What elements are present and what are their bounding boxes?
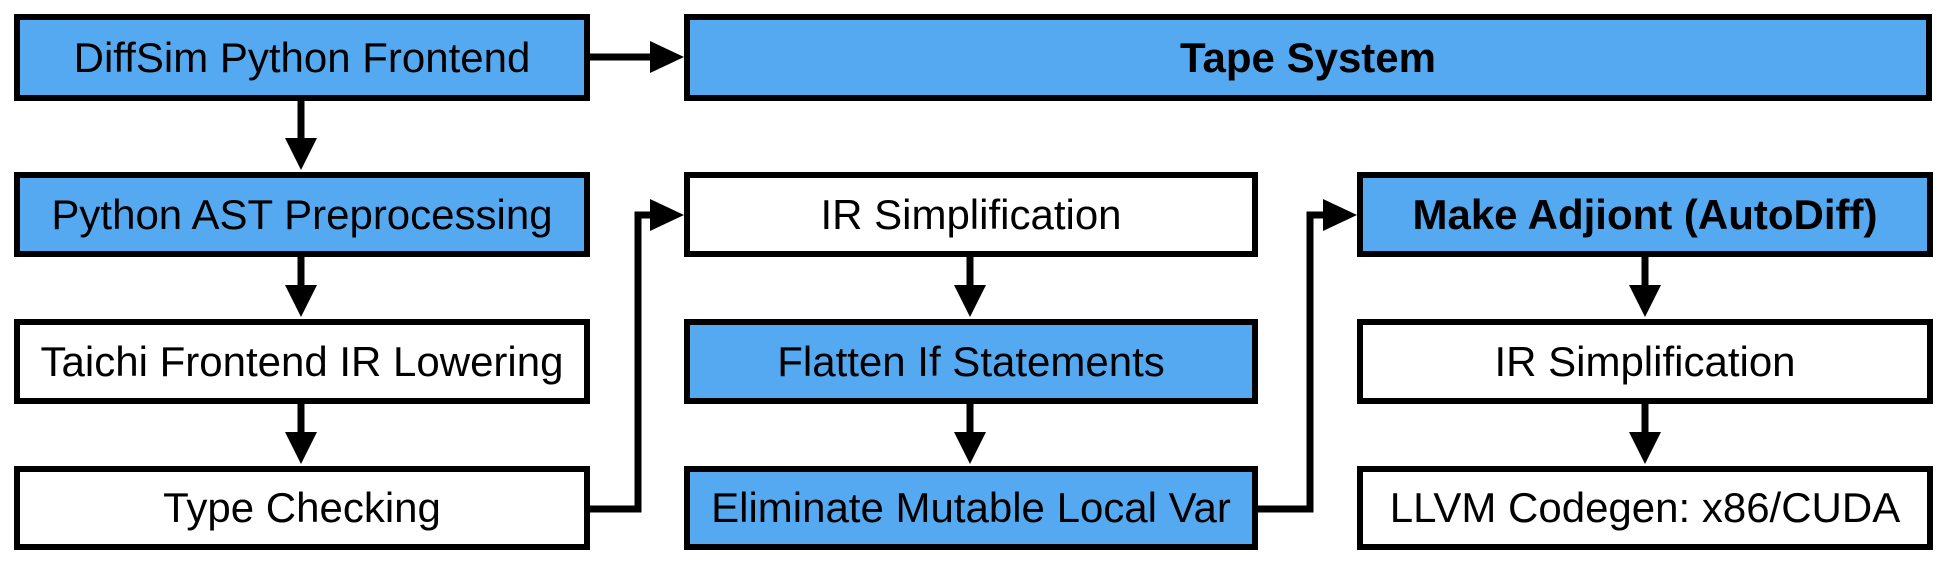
node-flatten-if-statements: Flatten If Statements bbox=[684, 319, 1258, 404]
arrow-ir-simplification-to-llvm bbox=[1629, 404, 1661, 464]
arrow-make-adjiont-to-ir-simplification bbox=[1629, 257, 1661, 317]
arrow-python-ast-to-taichi bbox=[285, 257, 317, 317]
arrow-diffsim-to-python-ast bbox=[285, 101, 317, 170]
node-type-checking: Type Checking bbox=[14, 466, 590, 550]
node-ir-simplification-middle: IR Simplification bbox=[684, 172, 1258, 257]
arrow-eliminate-to-make-adjiont bbox=[1257, 199, 1357, 513]
node-tape-system: Tape System bbox=[684, 14, 1932, 101]
node-taichi-frontend-ir-lowering: Taichi Frontend IR Lowering bbox=[14, 319, 590, 404]
node-python-ast-preprocessing: Python AST Preprocessing bbox=[14, 172, 590, 257]
arrow-taichi-to-type-checking bbox=[285, 404, 317, 464]
arrow-diffsim-to-tape bbox=[589, 41, 684, 73]
node-diffsim-python-frontend: DiffSim Python Frontend bbox=[14, 14, 590, 101]
node-llvm-codegen: LLVM Codegen: x86/CUDA bbox=[1357, 466, 1933, 550]
arrow-flatten-to-eliminate bbox=[954, 404, 986, 464]
node-ir-simplification-right: IR Simplification bbox=[1357, 319, 1933, 404]
arrow-type-checking-to-ir-simplification bbox=[589, 199, 684, 513]
node-make-adjiont-autodiff: Make Adjiont (AutoDiff) bbox=[1357, 172, 1933, 257]
arrow-ir-simplification-to-flatten bbox=[954, 257, 986, 317]
node-eliminate-mutable-local-var: Eliminate Mutable Local Var bbox=[684, 466, 1258, 550]
